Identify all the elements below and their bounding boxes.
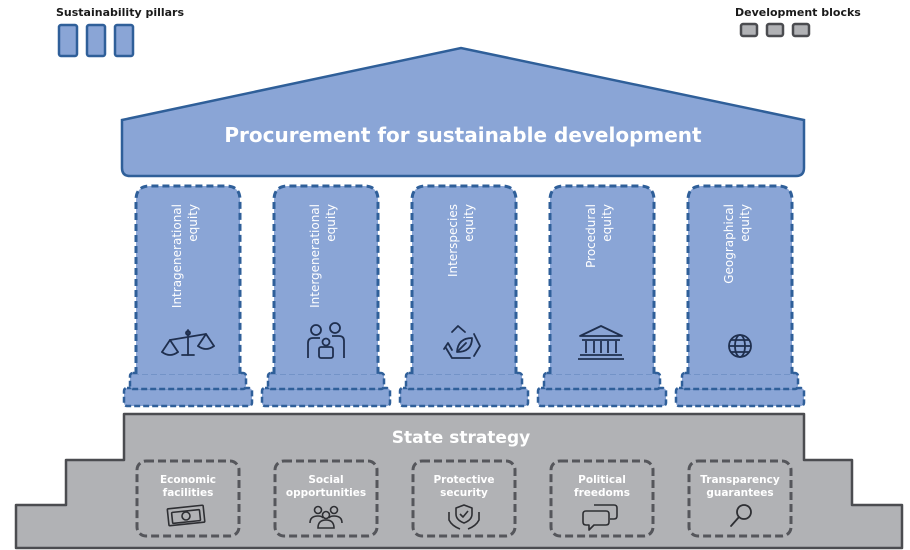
legend-pillars: Sustainability pillars xyxy=(56,6,184,58)
blocks-legend-icon xyxy=(739,22,811,38)
pillars-legend-icon xyxy=(57,23,135,58)
pillar-label-line1: Interspecies xyxy=(446,204,460,277)
block-label-line1: Social xyxy=(308,474,343,486)
roof: Procurement for sustainable development xyxy=(120,46,806,178)
shield-hands-icon xyxy=(448,504,480,530)
people-icon xyxy=(309,505,343,529)
base-title: State strategy xyxy=(392,428,530,448)
pillar-geographical-equity: Geographical equity xyxy=(674,184,806,408)
pillar-label-line1: Geographical xyxy=(722,204,736,284)
recycle-leaf-icon xyxy=(443,325,481,359)
block-transparency-guarantees: Transparency guarantees xyxy=(687,459,793,538)
pillar-label-line2: equity xyxy=(738,204,752,242)
pillar-label-line1: Procedural xyxy=(584,204,598,268)
pillar-procedural-equity: Procedural equity xyxy=(536,184,668,408)
block-political-freedoms: Political freedoms xyxy=(549,459,655,538)
legend-blocks-label: Development blocks xyxy=(735,6,861,19)
pillar-label-line1: Intragenerational xyxy=(170,204,184,308)
magnifier-icon xyxy=(730,504,752,527)
globe-icon xyxy=(728,334,752,358)
block-label-line1: Economic xyxy=(160,474,216,486)
block-label-line2: freedoms xyxy=(574,487,630,499)
pillar-label-line2: equity xyxy=(462,204,476,242)
block-economic-facilities: Economic facilities xyxy=(135,459,241,538)
block-label-line1: Protective xyxy=(433,474,494,486)
block-label-line2: opportunities xyxy=(286,487,366,499)
block-label-line2: guarantees xyxy=(706,487,773,499)
block-social-opportunities: Social opportunities xyxy=(273,459,379,538)
scales-icon xyxy=(161,329,215,356)
pillar-intergenerational-equity: Intergenerational equity xyxy=(260,184,392,408)
block-label-line1: Transparency xyxy=(700,474,780,486)
block-protective-security: Protective security xyxy=(411,459,517,538)
institution-icon xyxy=(578,325,624,360)
legend-pillars-label: Sustainability pillars xyxy=(56,6,184,19)
roof-title: Procurement for sustainable development xyxy=(224,123,702,147)
pillar-label-line2: equity xyxy=(186,204,200,242)
family-icon xyxy=(307,322,345,359)
speech-bubbles-icon xyxy=(582,504,618,531)
pillar-label-line2: equity xyxy=(600,204,614,242)
banknote-icon xyxy=(166,504,206,527)
legend-blocks: Development blocks xyxy=(735,6,861,38)
pillar-interspecies-equity: Interspecies equity xyxy=(398,184,530,408)
block-label-line1: Political xyxy=(578,474,626,486)
pillar-label-line2: equity xyxy=(324,204,338,242)
block-label-line2: security xyxy=(440,487,488,499)
pillar-label-line1: Intergenerational xyxy=(308,204,322,308)
block-label-line2: facilities xyxy=(163,487,214,499)
pillar-intragenerational-equity: Intragenerational equity xyxy=(122,184,254,408)
